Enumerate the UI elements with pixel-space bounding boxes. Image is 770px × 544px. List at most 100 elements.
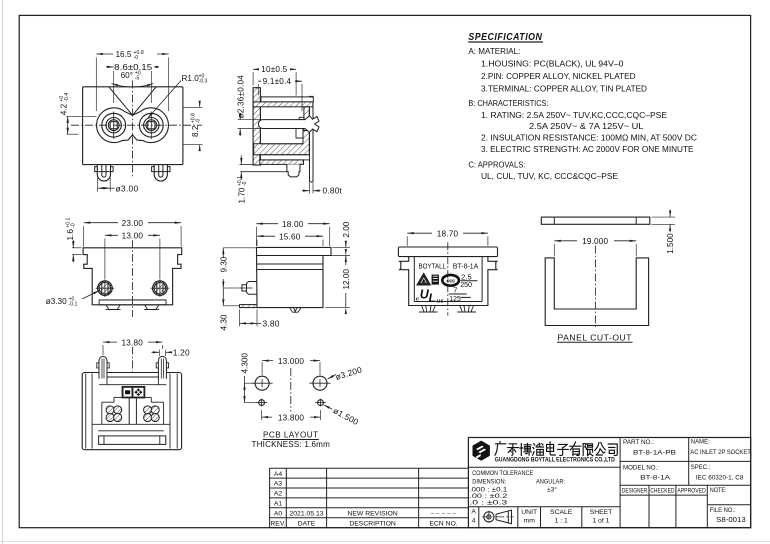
svg-text:DATE: DATE bbox=[298, 520, 316, 527]
svg-text:.0 : ±0.3: .0 : ±0.3 bbox=[469, 500, 508, 507]
svg-text:A: A bbox=[471, 509, 476, 516]
svg-text:A2: A2 bbox=[274, 491, 283, 498]
svg-text:-5: -5 bbox=[135, 75, 140, 81]
svg-text:SPEC.:: SPEC.: bbox=[691, 464, 711, 471]
svg-text:SCALE: SCALE bbox=[550, 509, 573, 516]
svg-text:NAME:: NAME: bbox=[691, 439, 710, 446]
svg-text:1. RATING: 2.5A 250V~ TUV,: 1. RATING: 2.5A 250V~ TUV,KC,CCC,CQC–PSE bbox=[481, 111, 667, 120]
svg-text:13.00: 13.00 bbox=[122, 232, 144, 241]
svg-text:-0.4: -0.4 bbox=[64, 93, 70, 102]
svg-text:-0: -0 bbox=[242, 181, 248, 186]
svg-text:10±0.5: 10±0.5 bbox=[261, 65, 287, 74]
svg-text:B: CHARACTERISTICS:: B: CHARACTERISTICS: bbox=[468, 99, 548, 108]
svg-text:3.TERMINAL: COPPER ALLOY, T: 3.TERMINAL: COPPER ALLOY, TIN PLATED bbox=[481, 84, 647, 93]
svg-text:19.000: 19.000 bbox=[582, 237, 608, 246]
svg-text:+0: +0 bbox=[135, 70, 141, 76]
svg-text:UNIT: UNIT bbox=[521, 509, 537, 516]
svg-text:1.HOUSING: PC(BLACK), UL 94V: 1.HOUSING: PC(BLACK), UL 94V–0 bbox=[481, 59, 624, 68]
svg-text:1 of 1: 1 of 1 bbox=[592, 518, 609, 525]
svg-text:2.00: 2.00 bbox=[342, 221, 351, 237]
svg-text:15.60: 15.60 bbox=[279, 233, 301, 242]
svg-text:ø3.00: ø3.00 bbox=[116, 183, 139, 193]
svg-text:±3°: ±3° bbox=[547, 486, 557, 494]
svg-text:3. ELECTRIC STRENGTH: AC 2: 3. ELECTRIC STRENGTH: AC 2000V FOR ONE M… bbox=[481, 145, 694, 154]
svg-text:-0.1: -0.1 bbox=[69, 302, 78, 308]
svg-text:1.20: 1.20 bbox=[173, 347, 190, 357]
svg-text:18.00: 18.00 bbox=[282, 220, 304, 229]
svg-text:8.6±0.15: 8.6±0.15 bbox=[114, 63, 153, 72]
svg-text:+0: +0 bbox=[199, 74, 205, 80]
svg-text:APPROVED: APPROVED bbox=[677, 488, 706, 495]
svg-text:+0.8: +0.8 bbox=[190, 113, 196, 123]
svg-text:ccc: ccc bbox=[446, 278, 455, 284]
svg-text:-0: -0 bbox=[195, 119, 201, 124]
svg-text:GUANGDONG BOYTALL ELECTRONICS: GUANGDONG BOYTALL ELECTRONICS CO.,LTD bbox=[495, 457, 615, 464]
svg-text:mm: mm bbox=[524, 518, 536, 525]
svg-text:ø3.30: ø3.30 bbox=[46, 297, 67, 306]
svg-text:2.PIN: COPPER ALLOY, NICKEL: 2.PIN: COPPER ALLOY, NICKEL PLATED bbox=[481, 72, 636, 81]
svg-text:COMMON TOLERANCE: COMMON TOLERANCE bbox=[472, 470, 533, 477]
svg-text:250: 250 bbox=[460, 280, 472, 289]
svg-text:A3: A3 bbox=[274, 481, 283, 488]
svg-text:13.80: 13.80 bbox=[122, 338, 144, 347]
svg-text:BT-8-1A: BT-8-1A bbox=[453, 261, 479, 270]
svg-text:SHEET: SHEET bbox=[590, 509, 613, 516]
svg-text:+0.8: +0.8 bbox=[134, 50, 144, 56]
svg-text:4.300: 4.300 bbox=[241, 353, 250, 374]
svg-text:1 : 1: 1 : 1 bbox=[555, 518, 568, 525]
svg-text:U: U bbox=[420, 288, 430, 302]
svg-text:PART NO.:: PART NO.: bbox=[623, 439, 654, 446]
svg-text:8.2: 8.2 bbox=[191, 125, 200, 137]
svg-text:FILE NO.:: FILE NO.: bbox=[710, 507, 736, 514]
svg-text:PCB LAYOUT: PCB LAYOUT bbox=[263, 430, 319, 440]
svg-text:1.500: 1.500 bbox=[666, 233, 675, 254]
svg-text:C: APPROVALS:: C: APPROVALS: bbox=[468, 161, 525, 170]
svg-text:3.80: 3.80 bbox=[263, 318, 280, 328]
svg-text:-0.3: -0.3 bbox=[199, 79, 208, 85]
svg-text:18.70: 18.70 bbox=[437, 230, 459, 239]
svg-text:60°: 60° bbox=[121, 71, 133, 80]
svg-text:1.70: 1.70 bbox=[238, 187, 247, 203]
svg-text:UL, CUL, TUV, KC, CCC&CQC–: UL, CUL, TUV, KC, CCC&CQC–PSE bbox=[481, 172, 618, 181]
svg-text:ANGULAR:: ANGULAR: bbox=[536, 479, 565, 486]
svg-text:7: 7 bbox=[453, 286, 457, 295]
svg-text:A0: A0 bbox=[274, 510, 283, 517]
svg-text:+0: +0 bbox=[59, 96, 65, 102]
svg-text:.000 : ±0.1: .000 : ±0.1 bbox=[469, 487, 507, 494]
svg-text:A: MATERIAL:: A: MATERIAL: bbox=[468, 47, 520, 56]
svg-text:BT-8-1A-PB: BT-8-1A-PB bbox=[633, 450, 677, 457]
svg-text:REV.: REV. bbox=[270, 520, 285, 527]
svg-text:13.800: 13.800 bbox=[278, 413, 304, 422]
svg-text:-0: -0 bbox=[134, 55, 139, 61]
svg-text:4.2: 4.2 bbox=[60, 103, 69, 115]
svg-text:9.1±0.4: 9.1±0.4 bbox=[263, 77, 292, 86]
svg-text:S8-0013: S8-0013 bbox=[716, 515, 746, 524]
svg-text:DESCRIPTION: DESCRIPTION bbox=[349, 520, 396, 527]
svg-text:1.6: 1.6 bbox=[66, 229, 75, 241]
svg-text:2.5: 2.5 bbox=[461, 273, 472, 282]
svg-text:-0: -0 bbox=[70, 223, 76, 228]
svg-text:+0.1: +0.1 bbox=[237, 176, 243, 186]
svg-text:CHECKED: CHECKED bbox=[650, 488, 674, 495]
svg-text:.00 : ±0.2: .00 : ±0.2 bbox=[469, 493, 507, 500]
svg-text:DESIGNER: DESIGNER bbox=[622, 488, 648, 495]
svg-text:BT-8-1A: BT-8-1A bbox=[640, 474, 671, 481]
svg-text:9.30: 9.30 bbox=[219, 256, 228, 272]
svg-text:13.000: 13.000 bbox=[278, 357, 304, 366]
svg-text:NOTE:: NOTE: bbox=[710, 487, 727, 494]
svg-text:4: 4 bbox=[472, 518, 476, 525]
svg-text:A1: A1 bbox=[274, 501, 283, 508]
svg-text:NEW REVISION: NEW REVISION bbox=[347, 510, 397, 517]
svg-text:12.00: 12.00 bbox=[342, 269, 351, 290]
svg-text:2.5A 250V~ & 7A 125V~ UL: 2.5A 250V~ & 7A 125V~ UL bbox=[529, 122, 644, 131]
svg-text:AC INLET 2P SOCKET: AC INLET 2P SOCKET bbox=[690, 449, 751, 456]
svg-text:4.30: 4.30 bbox=[219, 314, 228, 330]
svg-text:SPECIFICATION: SPECIFICATION bbox=[468, 32, 542, 43]
svg-text:16.5: 16.5 bbox=[116, 50, 132, 59]
svg-text:L: L bbox=[429, 291, 436, 305]
svg-text:DIMENSION:: DIMENSION: bbox=[472, 479, 506, 486]
svg-text:THICKNESS: 1.6mm: THICKNESS: 1.6mm bbox=[252, 439, 331, 449]
svg-text:0.80t: 0.80t bbox=[323, 186, 343, 196]
svg-text:R1.0: R1.0 bbox=[182, 74, 200, 83]
svg-text:A4: A4 bbox=[274, 471, 283, 478]
